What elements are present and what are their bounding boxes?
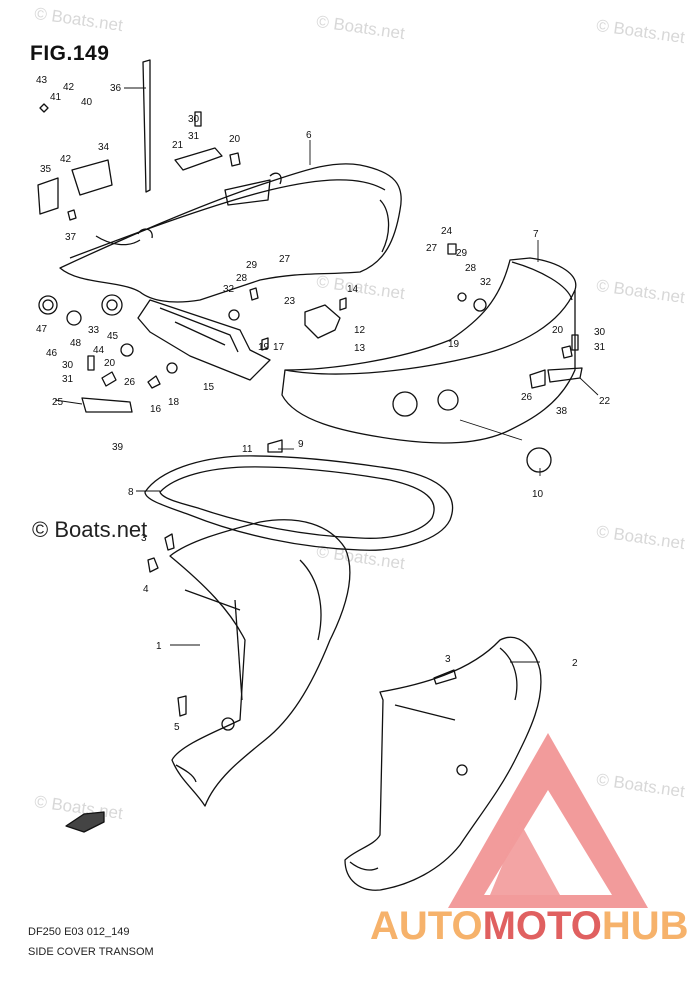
latch-part: [81, 397, 133, 413]
callout-number: 15: [203, 382, 215, 393]
callout-number: 14: [347, 284, 359, 295]
callout-number: 1: [156, 641, 162, 652]
callout-number: 8: [128, 487, 134, 498]
callout-number: 27: [279, 254, 291, 265]
upper-cover-part: [59, 163, 402, 303]
brand-logo-text: AUTOMOTOHUB: [370, 904, 689, 949]
callout-number: 16: [150, 404, 162, 415]
callout-number: 17: [273, 342, 285, 353]
callout-number: 45: [107, 331, 119, 342]
callout-number: 34: [98, 142, 110, 153]
figure-caption: SIDE COVER TRANSOM: [28, 946, 154, 958]
callout-number: 3: [445, 654, 451, 665]
side-cover-left-part: [169, 519, 351, 807]
callout-number: 39: [112, 442, 124, 453]
brand-part-auto: AUTO: [370, 904, 483, 948]
callout-number: 43: [36, 75, 48, 86]
callout-number: 9: [298, 439, 304, 450]
plate-part: [37, 177, 59, 215]
callout-number: 44: [93, 345, 105, 356]
callout-number: 18: [168, 397, 180, 408]
callout-number: 3: [141, 533, 147, 544]
callout-number: 32: [480, 277, 492, 288]
callout-number: 30: [594, 327, 606, 338]
callout-number: 29: [246, 260, 258, 271]
plug-part: [66, 310, 82, 326]
callout-number: 31: [594, 342, 606, 353]
callout-number: 30: [188, 114, 200, 125]
callout-number: 47: [36, 324, 48, 335]
side-cover-right-part: [344, 636, 542, 891]
fwd-arrow-icon: [65, 811, 105, 833]
callout-number: 26: [521, 392, 533, 403]
callout-number: 28: [236, 273, 248, 284]
brand-part-hub: HUB: [601, 904, 689, 948]
figure-title: FIG.149: [30, 42, 110, 65]
seal-gasket-part: [144, 455, 454, 551]
callout-number: 23: [284, 296, 296, 307]
callout-number: 28: [465, 263, 477, 274]
callout-number: 2: [572, 658, 578, 669]
callout-number: 19: [448, 339, 460, 350]
bracket-part: [304, 304, 341, 339]
callout-number: 42: [63, 82, 75, 93]
brand-part-moto: MOTO: [482, 904, 602, 948]
callout-number: 12: [354, 325, 366, 336]
latch-part: [174, 147, 223, 171]
callout-number: 20: [552, 325, 564, 336]
logo-triangle-icon: [448, 733, 648, 908]
callout-number: 19: [258, 342, 270, 353]
callout-number: 40: [81, 97, 93, 108]
callout-number: 20: [229, 134, 241, 145]
callout-number: 35: [40, 164, 52, 175]
callout-number: 26: [124, 377, 136, 388]
callout-number: 11: [242, 444, 253, 455]
latch-part: [547, 367, 583, 383]
callout-number: 48: [70, 338, 82, 349]
callout-number: 6: [306, 130, 312, 141]
callout-number: 38: [556, 406, 568, 417]
bracket-part: [71, 159, 113, 196]
lower-cover-part: [284, 257, 577, 375]
callout-number: 33: [88, 325, 100, 336]
callout-number: 7: [533, 229, 539, 240]
grommet-part: [228, 309, 240, 321]
callout-number: 41: [50, 92, 62, 103]
callout-number: 21: [172, 140, 184, 151]
cap-part: [526, 447, 552, 473]
rod-part: [142, 59, 151, 193]
callout-number: 37: [65, 232, 77, 243]
callout-number: 29: [456, 248, 468, 259]
callout-number: 20: [104, 358, 116, 369]
grommet-part: [38, 295, 58, 315]
callout-number: 24: [441, 226, 453, 237]
callout-number: 22: [599, 396, 611, 407]
callout-number: 31: [188, 131, 200, 142]
callout-number: 27: [426, 243, 438, 254]
callout-number: 31: [62, 374, 74, 385]
support-frame-part: [137, 299, 271, 381]
figure-code: DF250 E03 012_149: [28, 926, 130, 938]
callout-labels: 43 42 41 40 42 36 35 34 37 30 31 21 20 6…: [36, 75, 611, 733]
callout-number: 5: [174, 722, 180, 733]
callout-number: 10: [532, 489, 544, 500]
callout-number: 30: [62, 360, 74, 371]
callout-number: 42: [60, 154, 72, 165]
copyright-label: © Boats.net: [32, 517, 148, 542]
callout-number: 32: [223, 284, 235, 295]
callout-number: 25: [52, 397, 64, 408]
knob-part: [101, 294, 123, 316]
callout-number: 13: [354, 343, 366, 354]
callout-number: 36: [110, 83, 122, 94]
callout-number: 4: [143, 584, 149, 595]
callout-number: 46: [46, 348, 58, 359]
